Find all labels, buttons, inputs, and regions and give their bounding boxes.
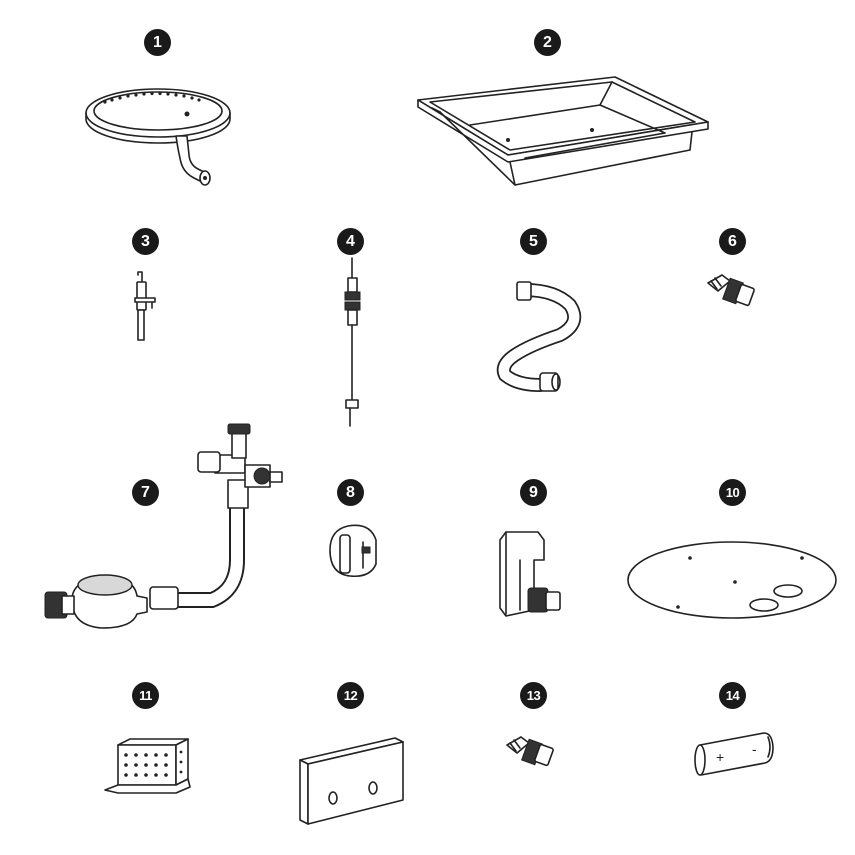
square-pan-icon bbox=[417, 76, 709, 186]
burner-ring-icon bbox=[85, 88, 231, 186]
part-number-5: 5 bbox=[520, 228, 547, 255]
control-knob-icon bbox=[329, 524, 377, 578]
battery-icon: + - bbox=[694, 732, 774, 776]
part-number-14: 14 bbox=[719, 682, 746, 709]
part-number-9: 9 bbox=[520, 479, 547, 506]
brass-fitting-icon bbox=[707, 274, 755, 307]
part-number-6: 6 bbox=[719, 228, 746, 255]
part-number-8: 8 bbox=[337, 479, 364, 506]
battery-minus-label: - bbox=[752, 741, 757, 757]
part-number-7: 7 bbox=[132, 479, 159, 506]
regulator-valve-assembly-icon bbox=[44, 423, 283, 629]
igniter-electrode-icon bbox=[344, 257, 361, 427]
part-number-1: 1 bbox=[144, 29, 171, 56]
perforated-bracket-icon bbox=[104, 738, 191, 794]
flex-gas-tube-icon bbox=[496, 281, 582, 392]
battery-plus-label: + bbox=[716, 749, 724, 765]
mounting-panel-icon bbox=[299, 737, 404, 825]
round-plate-icon bbox=[627, 541, 837, 619]
part-number-11: 11 bbox=[132, 682, 159, 709]
part-number-10: 10 bbox=[719, 479, 746, 506]
part-number-13: 13 bbox=[520, 682, 547, 709]
part-number-2: 2 bbox=[534, 29, 561, 56]
thermocouple-icon bbox=[134, 271, 156, 341]
part-number-3: 3 bbox=[132, 228, 159, 255]
brass-fitting-icon bbox=[506, 736, 554, 767]
igniter-module-icon bbox=[499, 531, 561, 617]
part-number-4: 4 bbox=[337, 228, 364, 255]
part-number-12: 12 bbox=[337, 682, 364, 709]
